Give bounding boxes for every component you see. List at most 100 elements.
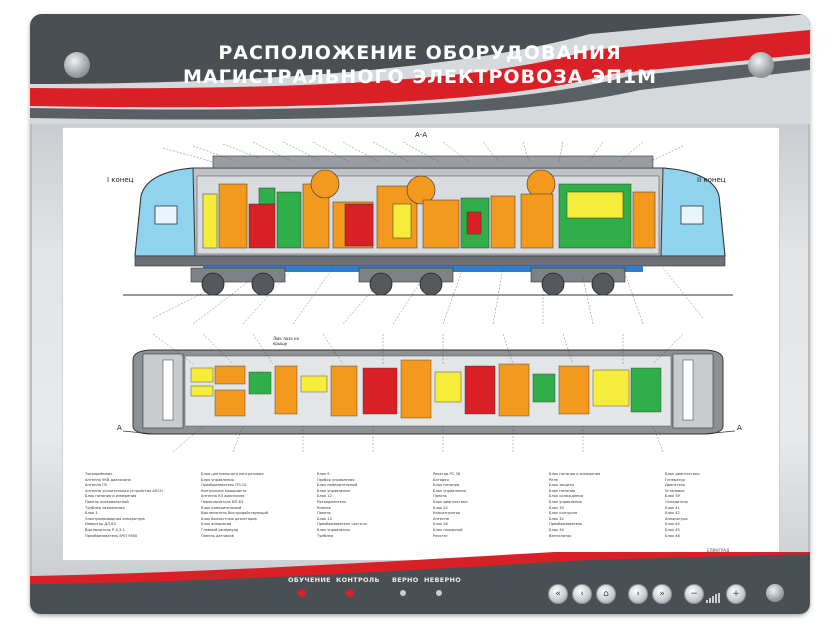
- legend-item: Тумблер: [317, 533, 334, 538]
- mount-pin-left: [64, 52, 90, 78]
- cut-left-label: А: [117, 424, 122, 432]
- legend-item: Электроприводная аппаратура: [85, 516, 145, 521]
- legend-item: Блок 30: [549, 505, 564, 510]
- legend-item: Аппаратура: [665, 516, 688, 521]
- legend: Токоприёмник Антенна УКВ диапазона Антен…: [67, 468, 773, 558]
- legend-item: Блок питания: [549, 488, 576, 493]
- mode-correct-label: ВЕРНО: [392, 576, 419, 584]
- title-line-1: РАСПОЛОЖЕНИЕ ОБОРУДОВАНИЯ: [218, 42, 622, 64]
- legend-item: Выключатель Р-4-3-1: [85, 527, 125, 532]
- legend-item: Блок питания: [433, 483, 460, 488]
- legend-item: Батарея: [433, 477, 449, 482]
- legend-item: Генератор: [665, 477, 686, 482]
- legend-item: Разъединитель: [317, 499, 347, 504]
- correct-indicator: [400, 590, 406, 596]
- legend-item: Блок контроля: [549, 511, 578, 516]
- locomotive-diagram: [122, 141, 736, 453]
- legend-item: Установка: [665, 488, 685, 493]
- legend-item: Блок 1: [85, 511, 98, 516]
- legend-item: Блок управления: [317, 488, 350, 493]
- legend-item: Преобразователь ПЭ-10: [201, 483, 247, 488]
- legend-item: Блок 34: [549, 527, 564, 532]
- legend-item: Блок 26: [433, 522, 448, 527]
- legend-column-5: Блок питания и измерения Реле Блок защит…: [549, 472, 665, 539]
- legend-item: Блок аппаратов: [201, 522, 232, 527]
- legend-item: Блок 45: [665, 527, 680, 532]
- legend-column-6: Блок диагностики Генератор Двигатель Уст…: [665, 472, 769, 539]
- hatch-note: Люк лаза на крышу: [273, 336, 299, 346]
- legend-column-1: Токоприёмник Антенна УКВ диапазона Антен…: [85, 472, 201, 539]
- legend-item: Блок управления: [317, 527, 350, 532]
- legend-column-2: Блок центрального контроллера Блок управ…: [201, 472, 317, 539]
- legend-item: Панель датчиков: [201, 533, 234, 538]
- legend-item: Охладитель: [665, 499, 688, 504]
- legend-item: Реактор РС-38: [433, 472, 461, 476]
- section-label: А-А: [415, 131, 428, 139]
- plan-view: [122, 333, 736, 453]
- legend-item: Блок управления: [201, 477, 234, 482]
- legend-item: Блок 39: [665, 494, 680, 499]
- legend-item: Блок питания и измерения: [85, 494, 137, 499]
- side-view: [123, 141, 733, 325]
- publisher-logo: ЕЛИНГРАД: [707, 548, 730, 553]
- legend-item: Блок 12: [317, 494, 332, 499]
- mount-pin-right: [748, 52, 774, 78]
- legend-item: Блок управления: [433, 488, 466, 493]
- mode-learning-label: ОБУЧЕНИЕ: [288, 576, 331, 584]
- home-button[interactable]: ⌂: [596, 584, 616, 604]
- legend-item: Блок балластных резисторов: [201, 516, 257, 521]
- legend-item: Блок измерительный: [317, 483, 358, 488]
- legend-item: Антенна усилительная устройства АЛСН: [85, 488, 163, 493]
- legend-item: Блок питания и измерения: [549, 472, 601, 476]
- legend-item: Тумблер заземления: [85, 505, 125, 510]
- legend-item: Двигатель: [665, 483, 686, 488]
- legend-item: Реле: [549, 477, 558, 482]
- mount-pin-bottom-right: [766, 584, 784, 602]
- mode-control-button[interactable]: [346, 589, 354, 597]
- legend-item: Панель низковольтной: [85, 499, 129, 504]
- legend-item: Блок диагностики: [665, 472, 700, 476]
- mode-learning-button[interactable]: [298, 589, 306, 597]
- legend-item: Блок пожарной: [433, 527, 463, 532]
- legend-column-3: Блок 9 Пробор управления Блок измеритель…: [317, 472, 433, 539]
- header-swoosh: [30, 14, 810, 124]
- legend-item: Инвертор ДЛ-63: [85, 522, 116, 527]
- legend-column-4: Реактор РС-38 Батарея Блок питания Блок …: [433, 472, 549, 539]
- last-page-button[interactable]: »: [652, 584, 672, 604]
- legend-item: Блок 22: [433, 505, 448, 510]
- footer-band: [30, 552, 810, 614]
- legend-item: Блок охлаждения: [549, 494, 583, 499]
- legend-item: Блок 44: [665, 522, 680, 527]
- prev-page-button[interactable]: ‹: [572, 584, 592, 604]
- legend-item: Главный резервуар: [201, 527, 239, 532]
- end-left-label: I конец: [107, 176, 134, 184]
- legend-item: Антенна КЗ диапазона: [201, 494, 245, 499]
- mode-wrong-label: НЕВЕРНО: [424, 576, 462, 584]
- legend-item: Блок защиты: [549, 483, 575, 488]
- legend-item: Блок центрального контроллера: [201, 472, 264, 476]
- mode-control-label: КОНТРОЛЬ: [336, 576, 380, 584]
- next-page-button[interactable]: ›: [628, 584, 648, 604]
- legend-item: Блок измерительный: [201, 505, 242, 510]
- legend-item: Концентратор: [433, 511, 461, 516]
- legend-item: Панель: [433, 494, 447, 499]
- first-page-button[interactable]: «: [548, 584, 568, 604]
- wrong-indicator: [436, 590, 442, 596]
- legend-item: Переключатель ВП-63: [201, 499, 244, 504]
- end-right-label: II конец: [697, 176, 726, 184]
- cut-right-label: А: [737, 424, 742, 432]
- legend-item: Блок 41: [665, 505, 680, 510]
- legend-item: Контроллер машиниста: [201, 488, 247, 493]
- legend-item: Реостат: [433, 533, 448, 538]
- legend-item: Преобразователь: [549, 522, 583, 527]
- legend-item: Преобразователь ВЧП 5600: [85, 533, 138, 538]
- legend-item: Антенна УКВ диапазона: [85, 477, 131, 482]
- title-line-2: МАГИСТРАЛЬНОГО ЭЛЕКТРОВОЗА ЭП1М: [182, 66, 658, 88]
- header-band: РАСПОЛОЖЕНИЕ ОБОРУДОВАНИЯ МАГИСТРАЛЬНОГО…: [30, 14, 810, 124]
- legend-item: Вентилятор: [549, 533, 572, 538]
- legend-item: Панель: [317, 511, 331, 516]
- volume-down-button[interactable]: −: [684, 584, 704, 604]
- legend-item: Антенна ГВ: [85, 483, 107, 488]
- legend-item: Блок диагностики: [433, 499, 468, 504]
- volume-up-button[interactable]: +: [726, 584, 746, 604]
